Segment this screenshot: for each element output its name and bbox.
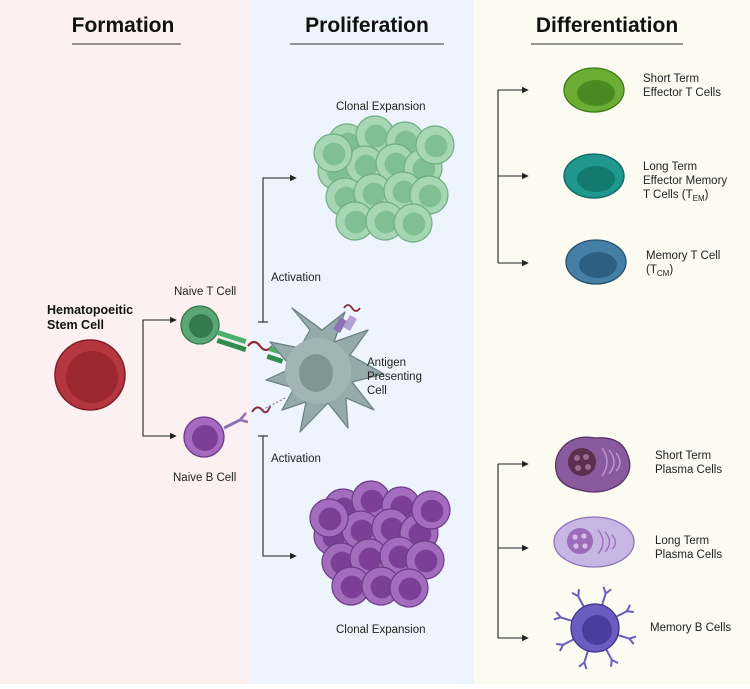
clone-cell — [411, 490, 451, 530]
activation-top-arrow — [262, 174, 297, 322]
clone-cell — [393, 203, 433, 243]
clonal-expansion-bottom-label: Clonal Expansion — [336, 624, 426, 636]
b-cell-clonal-cluster — [309, 480, 451, 608]
clone-cell — [313, 133, 353, 173]
long-term-effector-memory-t-cell — [563, 153, 625, 199]
differentiation-panel — [474, 0, 750, 684]
long-plasma-label-line1: Long Term — [655, 535, 709, 547]
short-effector-label-line2: Effector T Cells — [643, 87, 721, 99]
activation-top-label: Activation — [271, 272, 321, 284]
stem-cell-label-line2: Stem Cell — [47, 318, 104, 332]
long-effector-label-line2: Effector Memory — [643, 175, 727, 187]
antibody-icon — [578, 650, 589, 670]
clone-cell — [351, 480, 391, 520]
clone-cell — [405, 540, 445, 580]
bcr-receptor-icon — [223, 397, 286, 430]
header-proliferation: Proliferation — [305, 14, 429, 37]
activation-bottom-label: Activation — [271, 453, 321, 465]
header-differentiation: Differentiation — [536, 14, 678, 37]
memory-t-label-line1: Memory T Cell — [646, 250, 720, 262]
antigen-presenting-cell — [265, 307, 385, 433]
short-effector-label-line1: Short Term — [643, 73, 699, 85]
antigen-fragment-icon — [333, 304, 361, 334]
naive-t-cell — [180, 305, 220, 345]
antibody-icon — [605, 648, 619, 667]
long-term-plasma-cell — [553, 516, 635, 568]
stem-cell — [54, 339, 126, 411]
antibody-icon — [553, 611, 573, 622]
naive-b-cell — [183, 416, 225, 458]
t-cell-clonal-cluster — [313, 115, 455, 243]
memory-b-cell — [553, 586, 637, 670]
antibody-icon — [615, 604, 634, 618]
clone-cell — [409, 175, 449, 215]
apc-label-line3: Cell — [367, 385, 387, 397]
clone-cell — [389, 568, 429, 608]
apc-label-line1: Antigen — [367, 357, 406, 369]
naive-b-label: Naive B Cell — [173, 472, 236, 484]
clone-cell — [415, 125, 455, 165]
antibody-icon — [617, 634, 637, 645]
stem-to-tcell-arrow — [142, 316, 177, 375]
clone-cell — [335, 201, 375, 241]
formation-panel — [0, 0, 250, 684]
clone-cell — [365, 201, 405, 241]
short-plasma-label-line2: Plasma Cells — [655, 464, 722, 476]
long-plasma-label-line2: Plasma Cells — [655, 549, 722, 561]
memory-t-label-line2: (TCM) — [646, 264, 673, 278]
header-formation: Formation — [72, 14, 175, 37]
apc-label-line2: Presenting — [367, 371, 422, 383]
short-term-plasma-cell — [554, 436, 631, 493]
memory-t-cell — [565, 239, 627, 285]
naive-t-label: Naive T Cell — [174, 286, 236, 298]
stem-cell-label-line1: Hematopoeitic — [47, 303, 133, 317]
long-effector-label-line1: Long Term — [643, 161, 697, 173]
short-term-effector-t-cell — [563, 67, 625, 113]
short-plasma-label-line1: Short Term — [655, 450, 711, 462]
clone-cell — [309, 498, 349, 538]
clonal-expansion-top-label: Clonal Expansion — [336, 101, 426, 113]
antibody-icon — [601, 586, 612, 606]
long-effector-label-line3: T Cells (TEM) — [643, 189, 709, 203]
antibody-icon — [556, 638, 575, 652]
stem-to-bcell-arrow — [142, 375, 177, 440]
antibody-icon — [571, 589, 585, 608]
antibody-icons — [553, 586, 637, 670]
activation-bottom-arrow — [262, 436, 297, 560]
memory-b-label: Memory B Cells — [650, 622, 731, 634]
